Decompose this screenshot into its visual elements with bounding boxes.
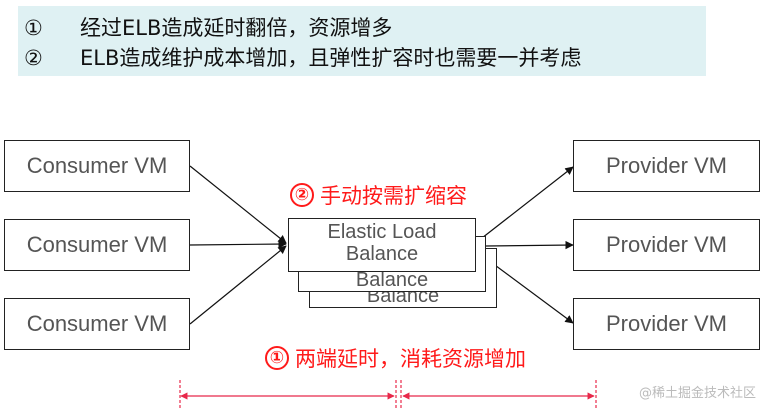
banner-line-1-text: 经过ELB造成延时翻倍，资源增多 <box>80 16 393 40</box>
latency-annotation-text: 两端延时，消耗资源增加 <box>295 347 526 371</box>
consumer-vm-2: Consumer VM <box>4 219 190 271</box>
scaling-annotation-number: ② <box>290 183 314 207</box>
arrow-consumer-3-to-elb <box>189 245 287 325</box>
elb-instance-front-label: Elastic Load Balance <box>327 221 437 265</box>
info-banner: ① 经过ELB造成延时翻倍，资源增多 ② ELB造成维护成本增加，且弹性扩容时也需要… <box>18 6 706 76</box>
scaling-annotation-text: 手动按需扩缩容 <box>320 184 467 208</box>
banner-line-1: ① 经过ELB造成延时翻倍，资源增多 <box>24 12 392 42</box>
provider-vm-3: Provider VM <box>573 298 760 350</box>
consumer-vm-3: Consumer VM <box>4 298 190 350</box>
banner-line-2-text: ELB造成维护成本增加，且弹性扩容时也需要一并考虑 <box>80 46 582 70</box>
arrow-consumer-1-to-elb <box>189 165 287 244</box>
latency-annotation-number: ① <box>265 346 289 370</box>
arrow-elb-to-provider-1 <box>481 166 574 239</box>
banner-line-2-number: ② <box>24 46 43 70</box>
elb-instance-front: Elastic Load Balance <box>288 218 476 272</box>
arrow-consumer-2-to-elb <box>189 239 287 249</box>
provider-vm-1: Provider VM <box>573 140 760 192</box>
watermark: @稀土掘金技术社区 <box>638 386 756 401</box>
elb-instance-back-1-label: Balance <box>355 269 429 291</box>
banner-line-1-number: ① <box>24 16 43 40</box>
consumer-vm-1: Consumer VM <box>4 140 190 192</box>
arrow-elb-to-provider-2 <box>485 240 574 250</box>
banner-line-2: ② ELB造成维护成本增加，且弹性扩容时也需要一并考虑 <box>24 42 581 72</box>
provider-vm-2: Provider VM <box>573 219 760 271</box>
